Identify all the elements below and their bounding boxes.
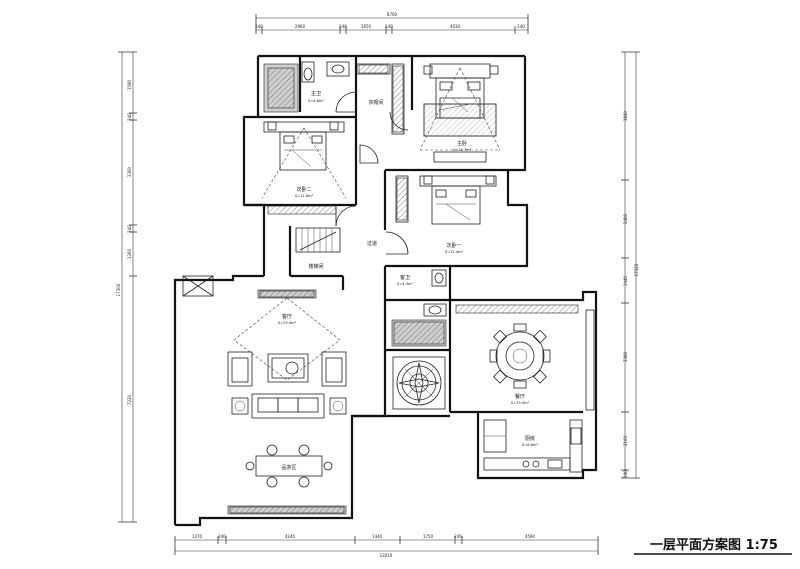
second-bedroom-2: 次卧二 S=11.8m² (261, 121, 357, 227)
guest-basin (423, 303, 447, 317)
dim-left-seg-2: 240 (127, 113, 132, 121)
armchair-right (321, 351, 347, 387)
dim-left-seg-4: 240 (127, 225, 132, 233)
room-name-stair: 楼梯间 (308, 263, 323, 270)
room-name-bed-2: 次卧二 (296, 186, 311, 193)
dim-right-seg-1: 3840 (623, 110, 628, 121)
room-name-bed-1: 次卧一 (446, 242, 461, 249)
dim-top-seg-5: 240 (385, 24, 393, 29)
room-area-guest-bath: S=4.3m² (397, 282, 414, 286)
room-name-kitchen: 厨房 (525, 435, 535, 442)
staircase (295, 227, 341, 253)
kitchen: 厨房 S=6.8m² (483, 419, 583, 473)
washbasin (326, 61, 350, 77)
dim-right-seg-2: 2400 (623, 213, 628, 224)
dining-table (495, 331, 545, 381)
dim-left-seg-6: 7220 (127, 394, 132, 405)
dim-left-seg-3: 3300 (127, 166, 132, 177)
main-bath: 主卫 S=4.8m² (263, 61, 357, 113)
dim-bottom-seg-5: 1750 (423, 534, 434, 539)
room-name-master-bed: 主卧 (457, 140, 467, 147)
sofa (251, 393, 325, 419)
room-name-corridor: 过道 (367, 240, 377, 247)
walls (173, 54, 598, 527)
dim-left-seg-1: 1590 (127, 79, 132, 90)
dim-right-seg-4: 3380 (623, 351, 628, 362)
room-name-living: 客厅 (282, 313, 292, 320)
dim-top-seg-6: 4030 (450, 24, 461, 29)
dimension-left: 1590 240 3300 240 1260 7220 17300 (116, 51, 137, 523)
corridor-stair: 过道 楼梯间 (295, 144, 379, 270)
dimension-bottom: 1270 240 4240 1440 1750 240 4590 13010 (174, 534, 599, 558)
room-name-guest-bath: 客卫 (400, 274, 410, 281)
room-name-tea: 品茶区 (281, 464, 296, 471)
master-bedroom: 主卧 S=12.7m² (419, 63, 501, 163)
dim-top-overall: 8700 (387, 12, 398, 17)
bed-2 (279, 131, 327, 171)
dim-top-seg-7: 240 (517, 24, 525, 29)
guest-toilet (431, 269, 447, 287)
dim-top-seg-4: 1650 (361, 24, 372, 29)
room-area-master-bed: S=12.7m² (453, 148, 472, 152)
tv-cabinet-master (433, 151, 487, 163)
dim-left-overall: 17300 (116, 283, 121, 296)
dim-right-seg-6: 240 (623, 470, 628, 478)
tea-area: 品茶区 (245, 444, 333, 488)
dim-left-seg-5: 1260 (127, 248, 132, 259)
drawing-title: 一层平面方案图 1:75 (650, 537, 778, 553)
counter-right (569, 419, 583, 473)
room-area-kitchen: S=6.8m² (522, 443, 539, 447)
dim-bottom-seg-7: 4590 (525, 534, 536, 539)
guest-bath: 客卫 S=4.3m² (391, 269, 447, 347)
dim-right-seg-5: 2100 (623, 435, 628, 446)
dim-right-overall: 17320 (634, 263, 639, 276)
counter-bottom (483, 457, 571, 471)
dimension-right: 3840 2400 1440 3380 2100 240 17320 (621, 51, 640, 479)
dim-bottom-seg-6: 240 (454, 534, 462, 539)
dining-room: 餐厅 S=15.5m² (455, 304, 595, 411)
living-room: 客厅 S=25.4m² (182, 275, 347, 515)
drawing-title-block: 一层平面方案图 1:75 (634, 537, 792, 555)
toilet (301, 61, 315, 83)
room-name-dining: 餐厅 (515, 393, 525, 400)
foyer-medallion (392, 356, 446, 410)
dim-top-seg-3: 240 (339, 24, 347, 29)
dim-right-seg-3: 1440 (623, 275, 628, 286)
second-bedroom-1: 次卧一 S=11.4m² (385, 175, 497, 255)
room-name-closet: 衣帽间 (368, 99, 383, 106)
room-name-main-bath: 主卫 (311, 90, 321, 97)
room-area-living: S=25.4m² (278, 321, 297, 325)
dim-bottom-seg-2: 240 (218, 534, 226, 539)
coffee-table (267, 353, 309, 383)
dim-top-seg-2: 2960 (295, 24, 306, 29)
room-area-bed-1: S=11.4m² (445, 250, 464, 254)
armchair-left (227, 351, 253, 387)
dim-bottom-seg-4: 1440 (372, 534, 383, 539)
dim-bottom-seg-3: 4240 (285, 534, 296, 539)
room-area-dining: S=15.5m² (511, 401, 530, 405)
dimension-top: 8700 240 2960 240 1650 240 4030 240 (255, 12, 529, 34)
dim-top-seg-1: 240 (255, 24, 263, 29)
dim-bottom-seg-1: 1270 (192, 534, 203, 539)
room-area-bed-2: S=11.8m² (295, 194, 314, 198)
closet: 衣帽间 (356, 63, 409, 135)
room-area-main-bath: S=4.8m² (308, 99, 325, 103)
tea-table (255, 455, 323, 477)
dim-bottom-overall: 13010 (380, 553, 393, 558)
bed-1 (431, 185, 481, 225)
